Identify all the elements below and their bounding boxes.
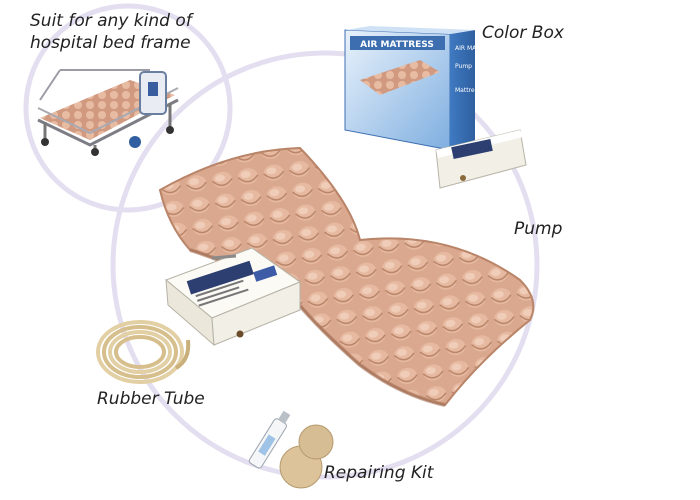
pump-image: [165, 247, 302, 347]
top-left-ring: [23, 3, 233, 213]
box-mattress-heading: Mattress: [455, 87, 481, 94]
color-box-caption: Color Box: [482, 23, 564, 43]
rubber-tube-caption: Rubber Tube: [97, 389, 205, 409]
pump-caption: Pump: [514, 219, 563, 239]
repairing-kit-caption: Repairing Kit: [324, 463, 434, 483]
box-title: AIR MATTRESS: [360, 40, 434, 50]
bed-frame-caption-line1: Suit for any kind of: [30, 11, 192, 31]
main-ring: [110, 50, 540, 480]
box-side-title: AIR MATTRESS: [455, 45, 499, 52]
bed-frame-caption: Suit for any kind of hospital bed frame: [30, 10, 192, 54]
box-pump-heading: Pump: [455, 63, 472, 70]
repairing-kit-image: [248, 410, 334, 489]
hospital-bed-image: [37, 69, 179, 156]
bed-frame-caption-line2: hospital bed frame: [30, 33, 191, 53]
rubber-tube-image: [96, 320, 191, 384]
color-box-image: AIR MATTRESS AIR MATTRESS Pump Mattress: [344, 26, 527, 189]
